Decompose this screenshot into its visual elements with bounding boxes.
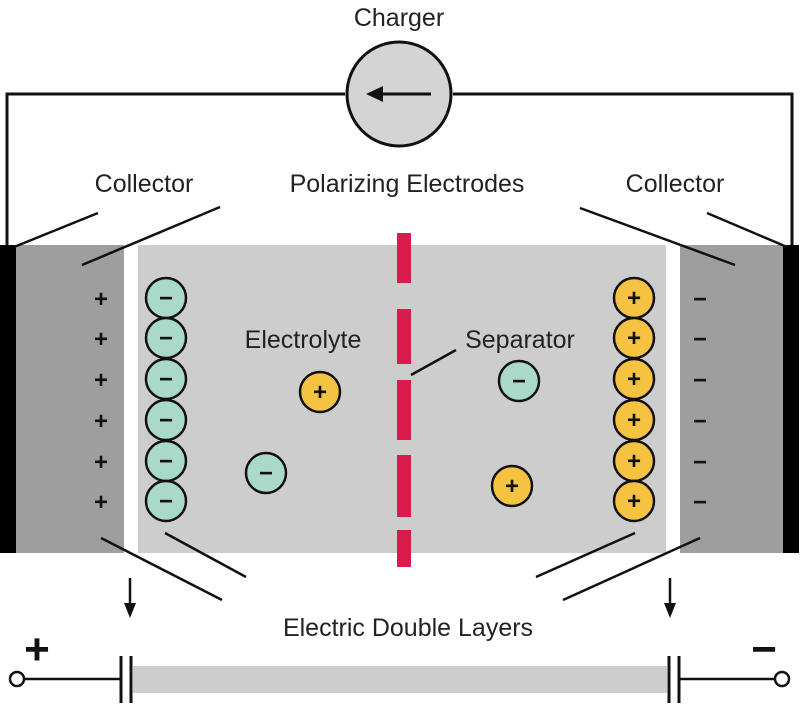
leader-polarizing-right bbox=[579, 206, 736, 267]
leader-edl-3 bbox=[535, 531, 636, 579]
free-cation-circle bbox=[490, 464, 534, 508]
charger-label: Charger bbox=[354, 4, 444, 32]
negative-charge: − bbox=[693, 449, 707, 476]
anion-symbol: − bbox=[159, 448, 173, 475]
anion-symbol: − bbox=[159, 407, 173, 434]
cation: + bbox=[612, 276, 656, 320]
leader-separator bbox=[410, 348, 457, 377]
electrode-bar-left bbox=[0, 245, 16, 553]
free-anion-symbol: − bbox=[259, 460, 273, 487]
down-arrow-icon bbox=[124, 578, 136, 618]
separator-dash bbox=[397, 455, 411, 517]
positive-charge: + bbox=[94, 408, 108, 435]
positive-charge: + bbox=[94, 449, 108, 476]
collector-left-label: Collector bbox=[95, 170, 194, 198]
anion: − bbox=[144, 276, 188, 320]
free-cation-symbol: + bbox=[505, 473, 519, 500]
anion: − bbox=[144, 357, 188, 401]
separator-dash bbox=[397, 530, 411, 567]
right-collector-charges: − − − − − − bbox=[693, 286, 707, 516]
leader-collector-left bbox=[13, 211, 99, 249]
negative-charge: − bbox=[693, 408, 707, 435]
charger-wire bbox=[453, 92, 794, 245]
circuit-electrolyte-bar bbox=[133, 666, 667, 693]
charger-wire bbox=[5, 92, 345, 245]
collector-plate-right bbox=[680, 245, 786, 553]
anion-symbol: − bbox=[159, 488, 173, 515]
cation: + bbox=[612, 398, 656, 442]
cation-symbol: + bbox=[627, 407, 641, 434]
terminal-positive-icon bbox=[8, 670, 26, 688]
positive-charge: + bbox=[94, 367, 108, 394]
negative-charge: − bbox=[693, 286, 707, 313]
free-anion-symbol: − bbox=[512, 368, 526, 395]
free-ions: + − − + bbox=[244, 359, 541, 508]
leader-collector-right bbox=[706, 211, 788, 249]
left-electrode-ions: − − − − − − bbox=[144, 276, 188, 523]
terminal-negative-icon bbox=[773, 670, 791, 688]
charger-arrow-icon bbox=[366, 86, 383, 102]
free-anion-circle bbox=[497, 359, 541, 403]
free-cation-symbol: + bbox=[313, 379, 327, 406]
negative-charge: − bbox=[693, 367, 707, 394]
free-cation: + bbox=[298, 370, 342, 414]
positive-terminal-sign: + bbox=[24, 625, 50, 674]
anion-circle bbox=[144, 479, 188, 523]
cation-symbol: + bbox=[627, 325, 641, 352]
cation: + bbox=[612, 316, 656, 360]
free-cation-circle bbox=[298, 370, 342, 414]
cation-circle bbox=[612, 479, 656, 523]
free-anion: − bbox=[497, 359, 541, 403]
anion-symbol: − bbox=[159, 325, 173, 352]
left-collector-charges: + + + + + + bbox=[94, 286, 108, 516]
separator-dash bbox=[397, 309, 411, 364]
negative-charge: − bbox=[693, 326, 707, 353]
separator bbox=[397, 233, 411, 567]
negative-charge: − bbox=[693, 489, 707, 516]
free-anion: − bbox=[244, 451, 288, 495]
cation-symbol: + bbox=[627, 448, 641, 475]
equivalent-circuit bbox=[8, 656, 791, 703]
cation-symbol: + bbox=[627, 488, 641, 515]
leader-edl-2 bbox=[164, 531, 247, 579]
separator-label: Separator bbox=[465, 326, 575, 354]
leader-polarizing-left bbox=[81, 205, 221, 267]
separator-dash bbox=[397, 233, 411, 283]
electrolyte-label: Electrolyte bbox=[245, 326, 362, 354]
positive-charge: + bbox=[94, 326, 108, 353]
leader-edl-1 bbox=[100, 536, 223, 602]
cation-symbol: + bbox=[627, 285, 641, 312]
right-electrode-ions: + + + + + + bbox=[612, 276, 656, 523]
anion-symbol: − bbox=[159, 366, 173, 393]
collector-plate-left bbox=[14, 245, 124, 553]
positive-charge: + bbox=[94, 286, 108, 313]
anion: − bbox=[144, 479, 188, 523]
cation: + bbox=[612, 357, 656, 401]
free-anion-circle bbox=[244, 451, 288, 495]
anion: − bbox=[144, 316, 188, 360]
cation: + bbox=[612, 439, 656, 483]
negative-terminal-sign: − bbox=[751, 625, 777, 674]
polarizing-electrodes-label: Polarizing Electrodes bbox=[290, 170, 525, 198]
electric-double-layers-label: Electric Double Layers bbox=[283, 614, 533, 642]
anion: − bbox=[144, 398, 188, 442]
down-arrow-icon bbox=[664, 578, 676, 618]
electrode-bar-right bbox=[783, 245, 799, 553]
free-cation: + bbox=[490, 464, 534, 508]
leader-edl-4 bbox=[562, 536, 701, 602]
separator-dash bbox=[397, 380, 411, 440]
positive-charge: + bbox=[94, 489, 108, 516]
anion-symbol: − bbox=[159, 285, 173, 312]
cation: + bbox=[612, 479, 656, 523]
charger bbox=[345, 40, 453, 148]
cation-symbol: + bbox=[627, 366, 641, 393]
collector-right-label: Collector bbox=[626, 170, 725, 198]
anion: − bbox=[144, 439, 188, 483]
